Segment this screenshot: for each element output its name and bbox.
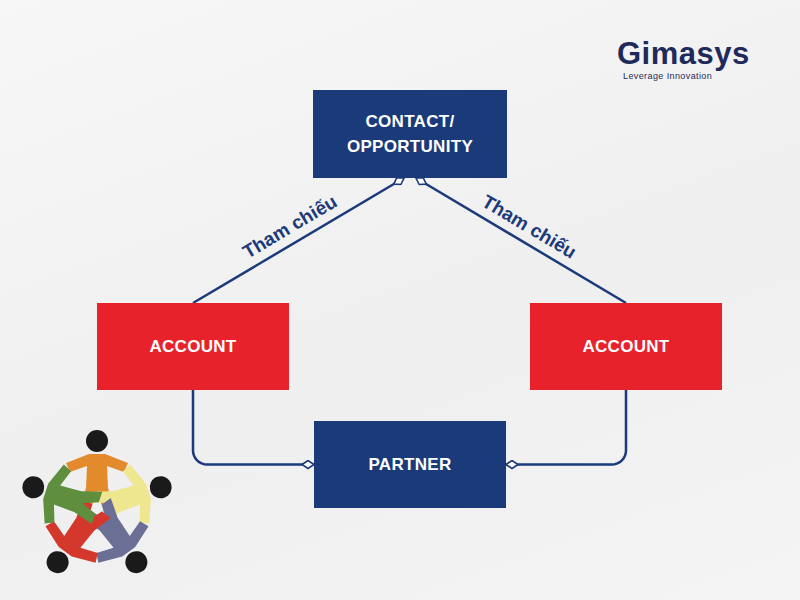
box-label: ACCOUNT (582, 334, 669, 360)
person-figure (13, 454, 106, 537)
process-box: ACCOUNT (530, 303, 722, 390)
edge-label: Tham chiếu (239, 190, 341, 263)
connector-line (193, 390, 314, 465)
connector-line (416, 178, 626, 303)
process-box: ACCOUNT (97, 303, 289, 390)
box-label: CONTACT/ OPPORTUNITY (325, 109, 495, 160)
box-label: ACCOUNT (149, 334, 236, 360)
process-box: CONTACT/ OPPORTUNITY (313, 90, 507, 178)
connector-line (193, 178, 404, 303)
box-label: PARTNER (368, 452, 451, 478)
connector-line (506, 390, 626, 465)
edge-label: Tham chiếu (478, 190, 580, 263)
logo-text: Gimasys (617, 36, 750, 72)
logo-tagline: Leverage Innovation (623, 71, 712, 81)
process-box: PARTNER (314, 421, 506, 508)
